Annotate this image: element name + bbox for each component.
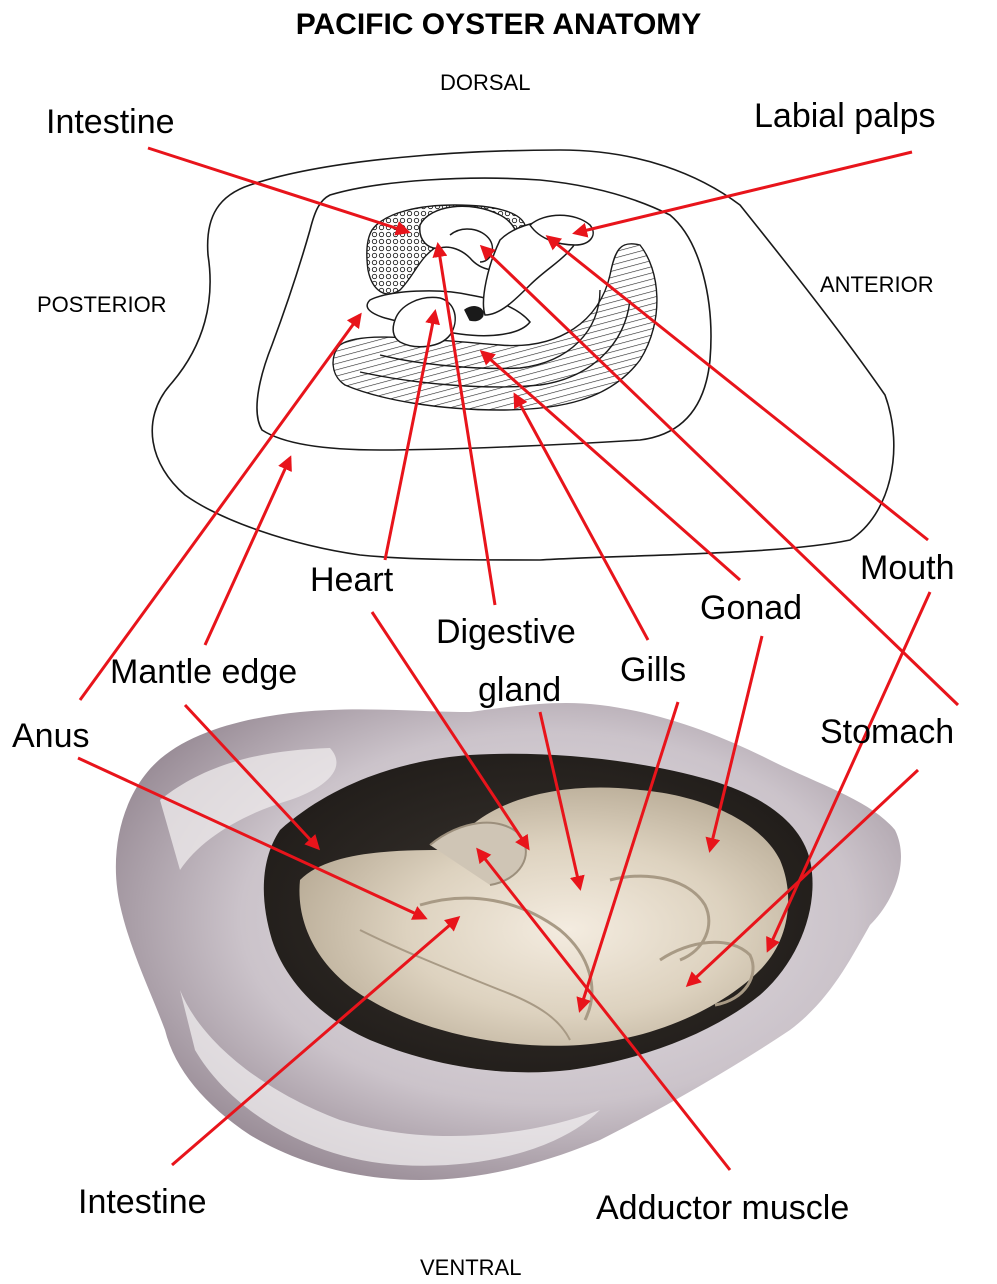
label-gills: Gills (620, 650, 686, 690)
label-mouth: Mouth (860, 548, 955, 588)
page-title: PACIFIC OYSTER ANATOMY (0, 8, 997, 42)
label-intestine-top: Intestine (46, 102, 175, 142)
posterior-label: POSTERIOR (37, 292, 167, 318)
label-adductor-muscle: Adductor muscle (596, 1188, 849, 1228)
label-digestive-gland-line1: Digestive (436, 612, 576, 652)
arrow-gills-drawing (515, 395, 648, 640)
anterior-label: ANTERIOR (820, 272, 934, 298)
label-labial-palps: Labial palps (754, 96, 935, 136)
label-gonad: Gonad (700, 588, 802, 628)
label-digestive-gland-line2: gland (478, 670, 561, 710)
label-intestine-bottom: Intestine (78, 1182, 207, 1222)
label-anus: Anus (12, 716, 90, 756)
arrow-labial-palps (575, 152, 912, 233)
label-mantle-edge: Mantle edge (110, 652, 297, 692)
label-heart: Heart (310, 560, 393, 600)
label-stomach: Stomach (820, 712, 954, 752)
arrow-anus-drawing (80, 315, 360, 700)
oyster-photo (116, 703, 901, 1180)
arrow-mantle-edge-drawing (205, 458, 290, 645)
ventral-label: VENTRAL (420, 1255, 521, 1281)
dorsal-label: DORSAL (440, 70, 530, 96)
